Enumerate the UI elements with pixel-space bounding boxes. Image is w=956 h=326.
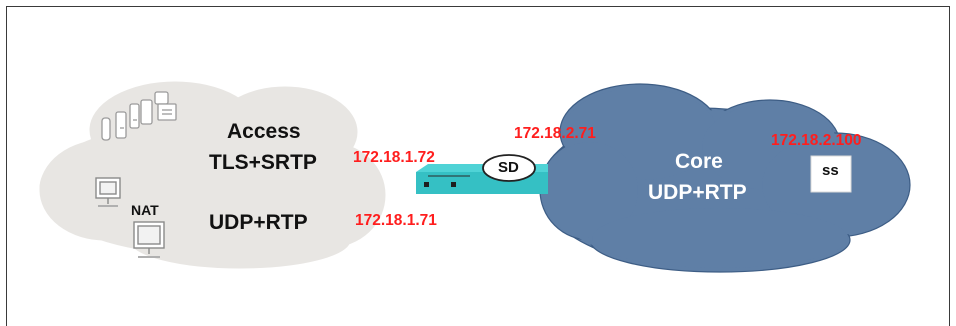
diagram-frame (6, 6, 950, 326)
ip-sd-plain: 172.18.1.71 (355, 212, 437, 229)
sd-device (416, 154, 548, 194)
ip-core-server: 172.18.2.100 (771, 132, 862, 149)
ip-sd-secure: 172.18.1.72 (353, 149, 435, 166)
ss-label: ss (822, 162, 839, 179)
core-title: Core (675, 150, 723, 173)
access-title: Access (227, 120, 301, 143)
computer-icon (133, 221, 165, 258)
access-secure-protocol: TLS+SRTP (209, 151, 317, 174)
sd-badge (482, 154, 536, 182)
core-cloud-fill (542, 88, 908, 268)
access-cloud (39, 81, 386, 269)
computer-icon (95, 177, 121, 207)
ip-sd-core: 172.18.2.71 (514, 125, 596, 142)
nat-label: NAT (131, 202, 159, 218)
core-protocol: UDP+RTP (648, 181, 747, 204)
access-plain-protocol: UDP+RTP (209, 211, 308, 234)
ss-server-box (810, 155, 852, 193)
sd-led-2 (451, 182, 456, 187)
sd-led-1 (424, 182, 429, 187)
phones-icon (101, 91, 177, 141)
sd-label: SD (498, 159, 519, 176)
